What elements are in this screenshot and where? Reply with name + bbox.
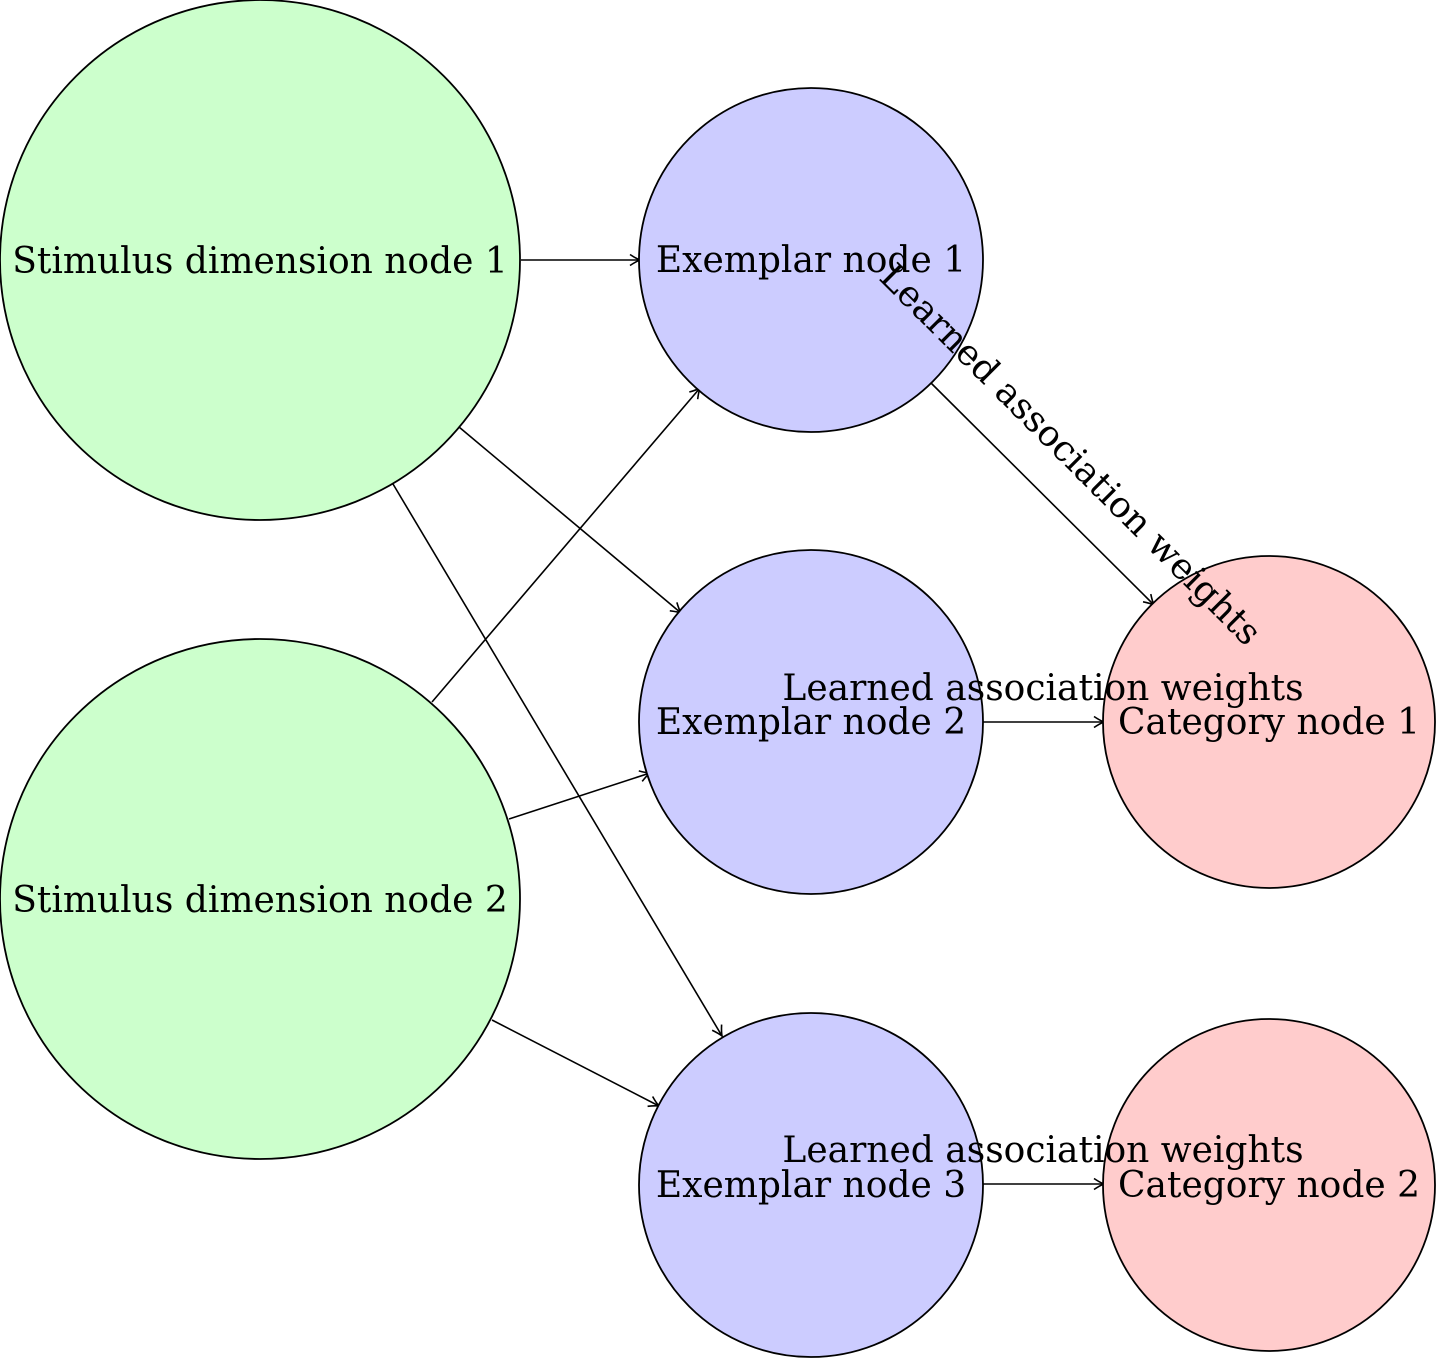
exemplar-node-3-label: Exemplar node 3 (656, 1165, 966, 1206)
edge-label-exemplar3-category2: Learned association weights (782, 1130, 1303, 1171)
exemplar-node-2-label: Exemplar node 2 (656, 702, 966, 743)
exemplar-node-3-circle (638, 1012, 984, 1358)
category-node-1-label: Category node 1 (1118, 702, 1420, 743)
edges (392, 253, 1156, 1191)
exemplar-node-1-label: Exemplar node 1 (656, 240, 966, 281)
category-node-1: Category node 1 (1102, 555, 1436, 889)
stimulus-dimension-node-2: Stimulus dimension node 2 (0, 638, 521, 1160)
stimulus-node-2-circle (0, 638, 521, 1160)
edge-label-exemplar1-category1: Learned association weights (871, 256, 1269, 654)
stimulus-node-1-label: Stimulus dimension node 1 (12, 241, 508, 282)
exemplar-node-2: Exemplar node 2 (638, 549, 984, 895)
stimulus-node-2-label: Stimulus dimension node 2 (12, 880, 508, 921)
edge-exemplar1-category1 (930, 382, 1156, 607)
exemplar-node-1: Exemplar node 1 (638, 87, 984, 433)
edge-label-exemplar2-category1: Learned association weights (782, 668, 1303, 709)
category-node-2-label: Category node 2 (1118, 1165, 1420, 1206)
category-node-2-circle (1102, 1018, 1436, 1352)
edge-stimulus2-exemplar3 (491, 1019, 662, 1108)
exemplar-node-1-circle (638, 87, 984, 433)
exemplar-node-2-circle (638, 549, 984, 895)
category-node-2: Category node 2 (1102, 1018, 1436, 1352)
stimulus-dimension-node-1: Stimulus dimension node 1 (0, 0, 521, 521)
stimulus-node-1-circle (0, 0, 521, 521)
category-node-1-circle (1102, 555, 1436, 889)
edge-stimulus1-exemplar2 (458, 426, 683, 615)
edge-stimulus2-exemplar1 (431, 386, 702, 703)
edge-stimulus1-exemplar3 (392, 483, 724, 1038)
exemplar-node-3: Exemplar node 3 (638, 1012, 984, 1358)
edge-stimulus2-exemplar2 (508, 770, 653, 820)
